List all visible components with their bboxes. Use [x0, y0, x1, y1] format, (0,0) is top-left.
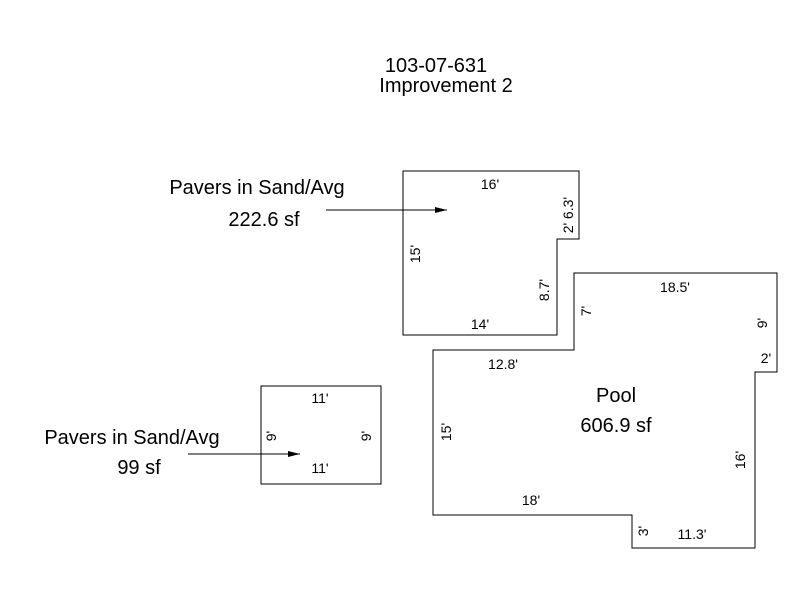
pool-outline: [432, 272, 778, 549]
pavers-upper-dim-left: 15': [407, 245, 423, 263]
pool-dim-right-upper: 9': [754, 318, 770, 328]
pool-area: 606.9 sf: [580, 415, 652, 437]
improvement-title: Improvement 2: [379, 75, 512, 97]
pavers-upper-dim-top: 16': [481, 176, 499, 192]
pavers-lower-area: 99 sf: [117, 457, 161, 479]
pool-dim-bottom: 18': [522, 492, 540, 508]
pavers-upper-dim-bottom: 14': [471, 316, 489, 332]
pool-dim-upper-step: 12.8': [488, 356, 518, 372]
pavers-upper-area: 222.6 sf: [228, 209, 300, 231]
pavers-lower-dim-top: 11': [311, 390, 328, 406]
pavers-upper-outline: [402, 170, 580, 336]
pool-dim-bottom-right: 11.3': [678, 526, 707, 542]
pool-dim-left-upper: 7': [578, 306, 594, 316]
pool-label: Pool: [596, 385, 636, 407]
pool-dim-right-lower: 16': [732, 451, 748, 469]
pool-dim-bottom-step: 3': [635, 526, 651, 536]
pavers-lower-dim-bottom: 11': [311, 460, 328, 476]
pool-dim-right-step: 2': [761, 350, 771, 366]
pavers-upper-label: Pavers in Sand/Avg: [169, 177, 344, 199]
pavers-lower-label: Pavers in Sand/Avg: [44, 427, 219, 449]
pavers-upper-dim-notch: 2': [560, 223, 576, 233]
pavers-lower-dim-right: 9': [358, 431, 374, 441]
pavers-upper-dim-right-lower: 8.7': [536, 279, 552, 301]
pool-dim-top: 18.5': [660, 279, 690, 295]
pavers-lower-dim-left: 9': [263, 431, 279, 441]
pool-dim-left: 15': [438, 423, 454, 441]
pavers-lower-outline: [260, 385, 382, 485]
pavers-upper-dim-right-upper: 6.3': [560, 197, 576, 219]
parcel-id: 103-07-631: [385, 55, 487, 77]
